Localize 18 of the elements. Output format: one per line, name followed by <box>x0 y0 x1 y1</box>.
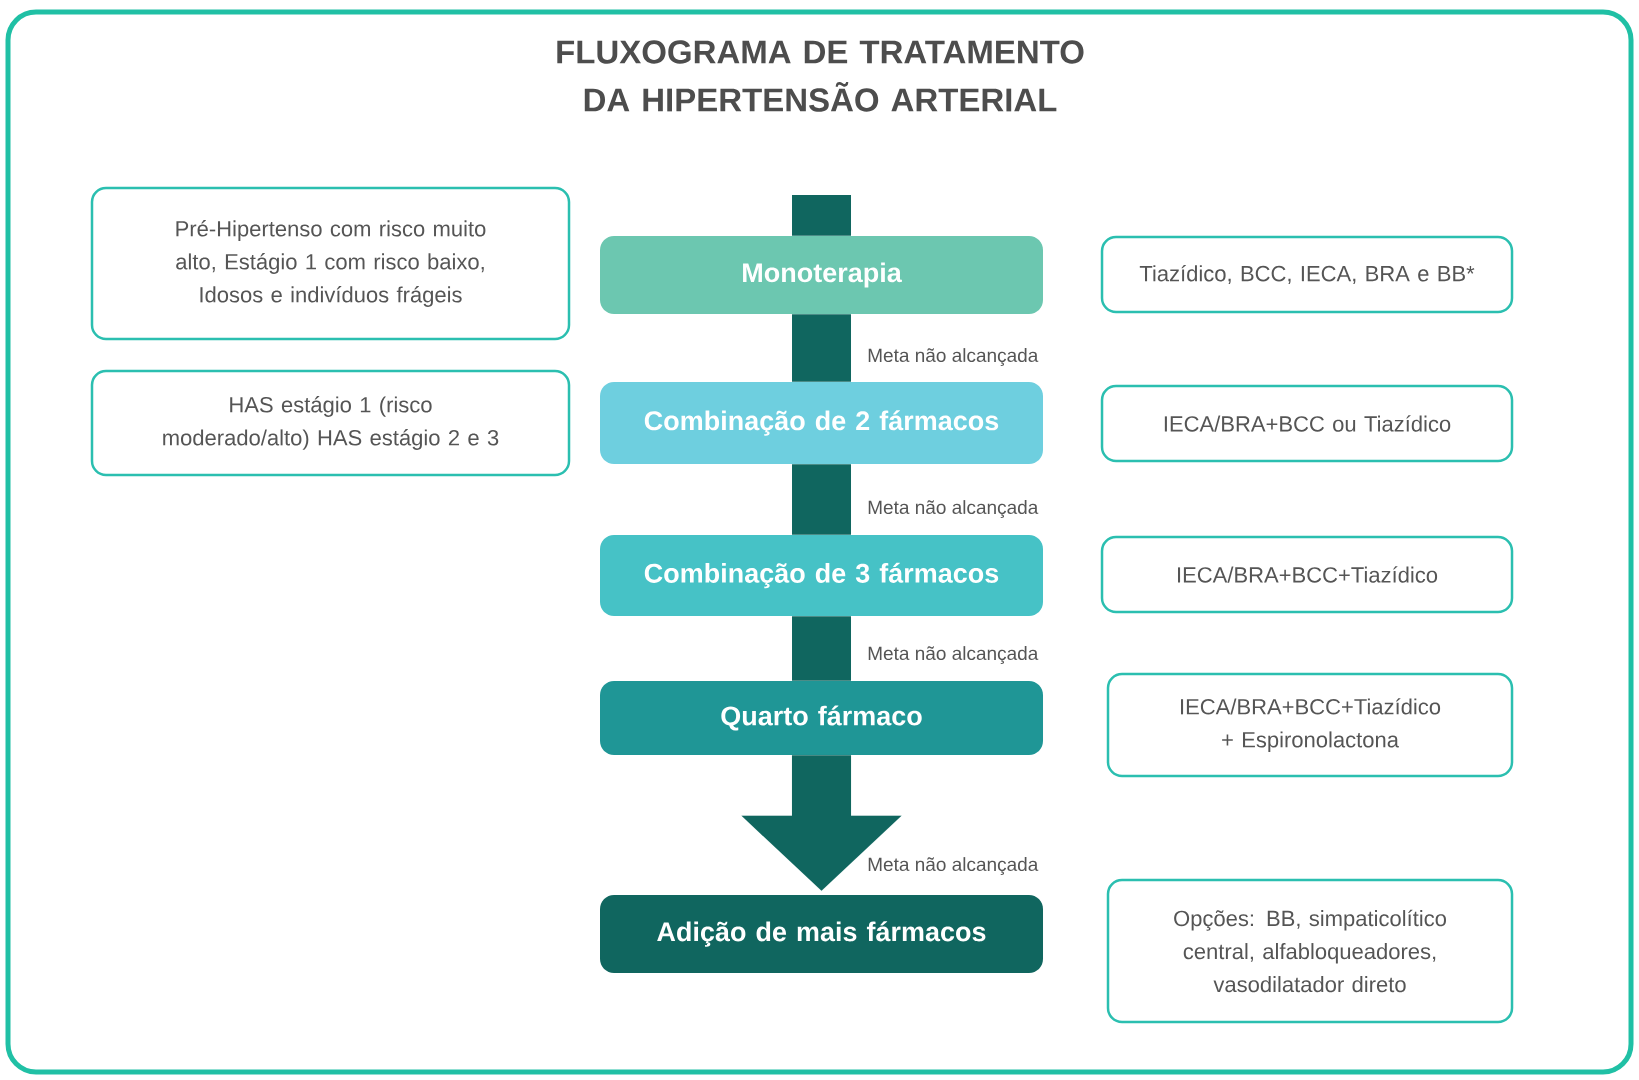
edge-label: Meta não alcançada <box>865 644 1041 666</box>
title: FLUXOGRAMA DE TRATAMENTO DA HIPERTENSÃO ARTERIAL <box>557 40 1084 112</box>
info-box: HAS estágio 1 (risco moderado/alto) HAS estágio 2 e 3 <box>90 369 571 477</box>
step-box: Monoterapia <box>600 236 1043 314</box>
edge-label: Meta não alcançada <box>865 346 1041 368</box>
info-box: IECA/BRA+BCC+Tiazídico <box>1100 535 1514 614</box>
edge-label: Meta não alcançada <box>865 498 1041 520</box>
info-box: Opções: BB, simpaticolítico central, alfabloqueadores, vasodilatador direto <box>1106 878 1514 1024</box>
edge-label: Meta não alcançada <box>865 855 1041 877</box>
step-box: Quarto fármaco <box>600 681 1043 755</box>
step-box: Adição de mais fármacos <box>600 895 1043 973</box>
info-box: IECA/BRA+BCC ou Tiazídico <box>1100 384 1514 463</box>
info-box: Pré-Hipertenso com risco muito alto, Estágio 1 com risco baixo, Idosos e indivíduos frágeis <box>90 186 571 341</box>
info-box: Tiazídico, BCC, IECA, BRA e BB* <box>1100 235 1514 314</box>
info-box: IECA/BRA+BCC+Tiazídico + Espironolactona <box>1106 672 1514 778</box>
flow-arrow <box>741 755 902 891</box>
step-box: Combinação de 2 fármacos <box>600 382 1043 464</box>
step-box: Combinação de 3 fármacos <box>600 535 1043 616</box>
